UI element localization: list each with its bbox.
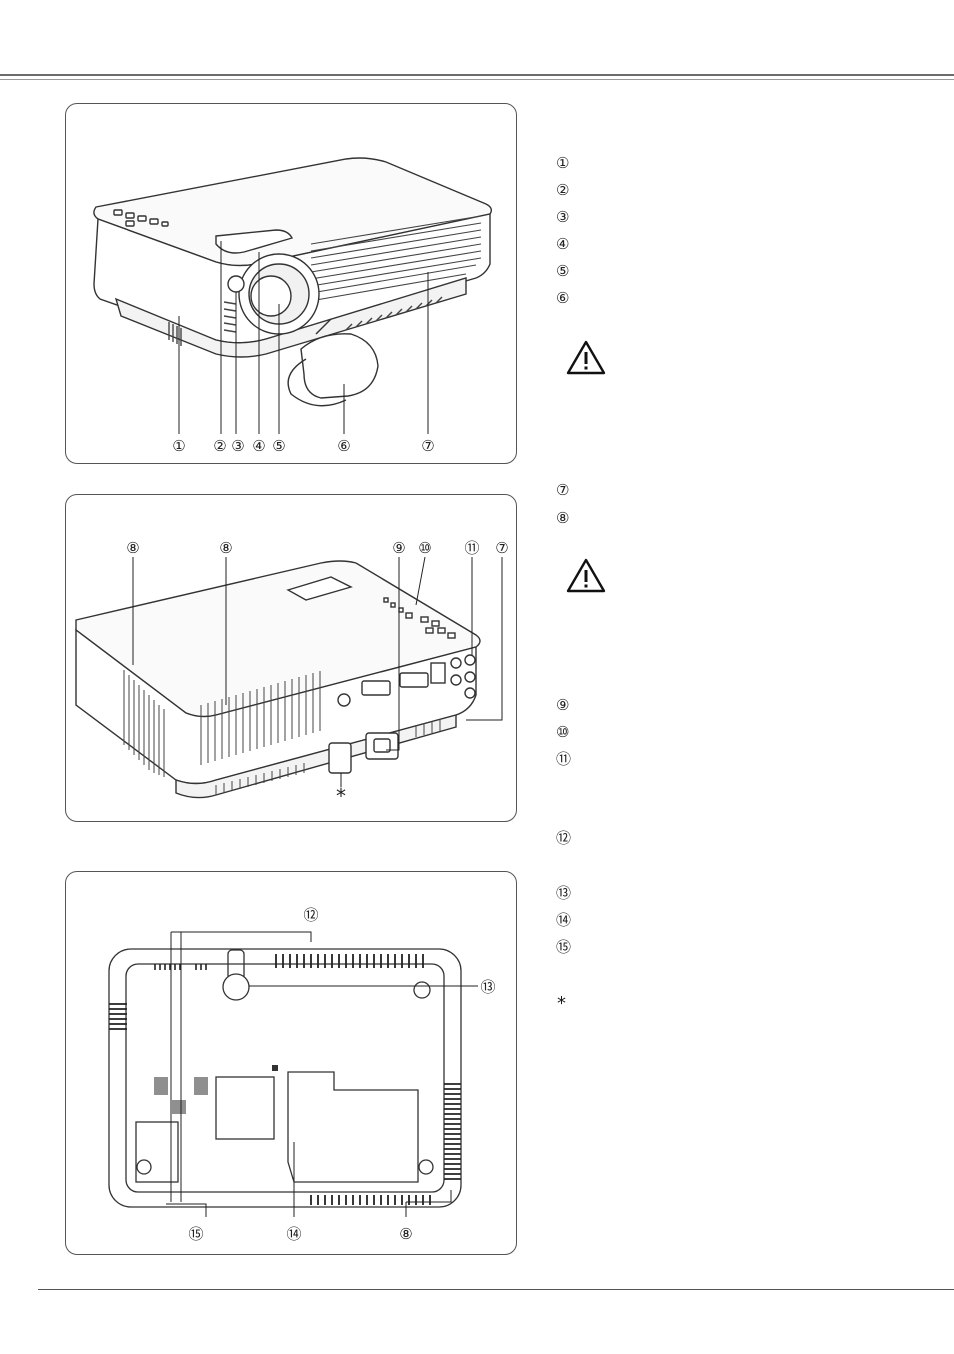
- callout-15: ⑮: [188, 1225, 203, 1243]
- callout-9: ⑨: [392, 539, 405, 557]
- callout-4: ④: [252, 437, 265, 455]
- header-rule-thin: [0, 79, 954, 80]
- callout-13: ⑬: [480, 978, 495, 996]
- callout-7: ⑦: [421, 437, 434, 455]
- front-view-panel: ① ② ③ ④ ⑤ ⑥ ⑦: [65, 103, 517, 464]
- side-item-9: ⑨: [556, 696, 570, 714]
- side-item-4: ④: [556, 235, 570, 253]
- callout-2: ②: [213, 437, 226, 455]
- side-item-7: ⑦: [556, 481, 570, 499]
- side-item-6: ⑥: [556, 289, 570, 307]
- side-item-11: ⑪: [556, 750, 572, 768]
- side-item-13: ⑬: [556, 884, 572, 902]
- callout-7-rear: ⑦: [495, 539, 508, 557]
- side-item-14: ⑭: [556, 911, 572, 929]
- footer-rule: [38, 1289, 954, 1290]
- callout-5: ⑤: [272, 437, 285, 455]
- callout-14: ⑭: [286, 1225, 301, 1243]
- side-item-5: ⑤: [556, 262, 570, 280]
- asterisk-callout: *: [336, 784, 346, 808]
- side-item-3: ③: [556, 208, 570, 226]
- rear-view-illustration: ⑧ ⑧ ⑨ ⑩ ⑪ ⑦ *: [75, 539, 509, 808]
- side-item-1: ①: [556, 154, 570, 172]
- callout-3: ③: [231, 437, 244, 455]
- callout-12: ⑫: [303, 906, 318, 924]
- callout-8-center: ⑧: [219, 539, 232, 557]
- bottom-view-illustration: ⑫ ⑬ ⑮ ⑭ ⑧: [108, 906, 496, 1243]
- header-rule: [0, 74, 954, 76]
- callout-10: ⑩: [418, 539, 431, 557]
- side-item-15: ⑮: [556, 938, 572, 956]
- callout-1: ①: [172, 437, 185, 455]
- side-item-2: ②: [556, 181, 570, 199]
- callout-6: ⑥: [337, 437, 350, 455]
- bottom-view-panel: ⑫ ⑬ ⑮ ⑭ ⑧: [65, 871, 517, 1255]
- side-item-12: ⑫: [556, 829, 572, 847]
- front-view-illustration: ① ② ③ ④ ⑤ ⑥ ⑦: [93, 157, 493, 455]
- warning-icon: [566, 558, 606, 593]
- callout-8-bottom: ⑧: [399, 1225, 412, 1243]
- footnote-asterisk: *: [557, 993, 566, 1014]
- rear-view-panel: ⑧ ⑧ ⑨ ⑩ ⑪ ⑦ *: [65, 494, 517, 822]
- callout-8-left: ⑧: [126, 539, 139, 557]
- side-item-10: ⑩: [556, 723, 570, 741]
- callout-11: ⑪: [464, 539, 479, 557]
- side-item-8: ⑧: [556, 509, 570, 527]
- warning-icon: [566, 340, 606, 375]
